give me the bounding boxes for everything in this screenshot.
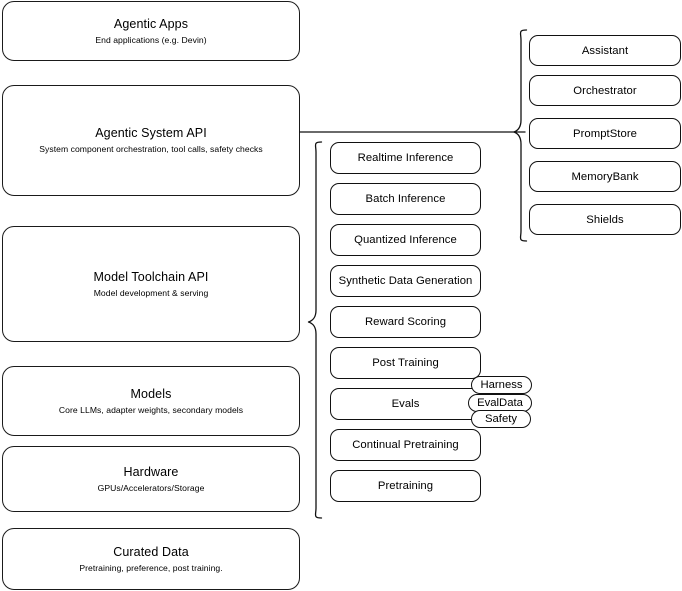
system-item-shields[interactable]: Shields <box>529 204 681 235</box>
toolchain-item-label: Reward Scoring <box>364 316 447 328</box>
evals-badge-harness[interactable]: Harness <box>471 376 532 394</box>
layer-model-toolchain-api[interactable]: Model Toolchain API Model development & … <box>2 226 300 342</box>
toolchain-items-brace <box>307 141 323 519</box>
layer-title: Hardware <box>123 464 179 479</box>
system-item-label: Shields <box>586 213 624 226</box>
toolchain-item-label: Post Training <box>372 357 439 369</box>
layer-agentic-apps[interactable]: Agentic Apps End applications (e.g. Devi… <box>2 1 300 61</box>
evals-badge-safety[interactable]: Safety <box>471 410 531 428</box>
toolchain-item-synthetic-data-generation[interactable]: Synthetic Data Generation <box>330 265 481 297</box>
layer-title: Models <box>130 386 172 401</box>
system-item-assistant[interactable]: Assistant <box>529 35 681 66</box>
layer-subtitle: Pretraining, preference, post training. <box>79 562 223 573</box>
system-item-memorybank[interactable]: MemoryBank <box>529 161 681 192</box>
layer-subtitle: Model development & serving <box>93 287 209 298</box>
toolchain-item-continual-pretraining[interactable]: Continual Pretraining <box>330 429 481 461</box>
system-item-label: Assistant <box>581 44 629 57</box>
system-item-label: Orchestrator <box>573 84 637 97</box>
toolchain-item-evals[interactable]: Evals <box>330 388 481 420</box>
toolchain-item-batch-inference[interactable]: Batch Inference <box>330 183 481 215</box>
evals-badge-label: Harness <box>480 378 523 391</box>
system-items-brace <box>513 29 528 242</box>
evals-badge-label: EvalData <box>477 396 523 409</box>
toolchain-item-reward-scoring[interactable]: Reward Scoring <box>330 306 481 338</box>
system-item-promptstore[interactable]: PromptStore <box>529 118 681 149</box>
evals-badge-label: Safety <box>484 412 518 425</box>
system-item-label: MemoryBank <box>571 170 639 183</box>
layer-title: Curated Data <box>113 544 189 559</box>
toolchain-item-label: Realtime Inference <box>357 152 454 164</box>
layer-agentic-system-api[interactable]: Agentic System API System component orch… <box>2 85 300 196</box>
toolchain-item-label: Quantized Inference <box>354 234 457 246</box>
layer-models[interactable]: Models Core LLMs, adapter weights, secon… <box>2 366 300 436</box>
layer-subtitle: GPUs/Accelerators/Storage <box>97 482 205 493</box>
layer-subtitle: End applications (e.g. Devin) <box>95 34 207 45</box>
layer-hardware[interactable]: Hardware GPUs/Accelerators/Storage <box>2 446 300 512</box>
layer-subtitle: System component orchestration, tool cal… <box>39 144 263 154</box>
layer-title: Agentic System API <box>95 126 207 140</box>
toolchain-item-pretraining[interactable]: Pretraining <box>330 470 481 502</box>
toolchain-item-quantized-inference[interactable]: Quantized Inference <box>330 224 481 256</box>
toolchain-item-label: Batch Inference <box>365 193 446 205</box>
layer-title: Model Toolchain API <box>93 269 209 284</box>
system-item-orchestrator[interactable]: Orchestrator <box>529 75 681 106</box>
toolchain-item-label: Pretraining <box>377 480 434 492</box>
toolchain-item-label: Synthetic Data Generation <box>338 275 473 287</box>
layer-subtitle: Core LLMs, adapter weights, secondary mo… <box>58 404 244 415</box>
toolchain-item-label: Continual Pretraining <box>352 439 459 451</box>
layer-title: Agentic Apps <box>113 16 189 31</box>
toolchain-item-realtime-inference[interactable]: Realtime Inference <box>330 142 481 174</box>
layer-curated-data[interactable]: Curated Data Pretraining, preference, po… <box>2 528 300 590</box>
system-item-label: PromptStore <box>573 127 637 140</box>
toolchain-item-label: Evals <box>391 398 420 410</box>
toolchain-item-post-training[interactable]: Post Training <box>330 347 481 379</box>
